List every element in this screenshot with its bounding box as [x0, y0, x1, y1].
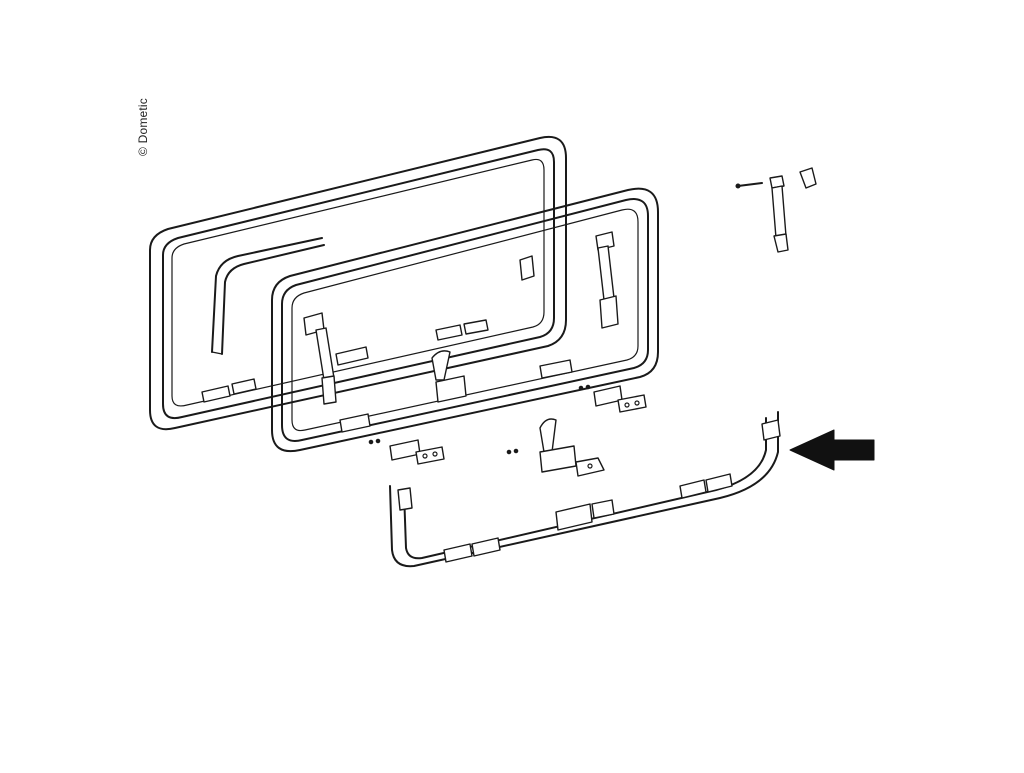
hardware-parts — [368, 384, 647, 477]
copyright-label: © Dometic — [136, 98, 150, 156]
callout-arrow — [789, 429, 875, 471]
inner-frame — [271, 187, 659, 452]
bottom-rail — [389, 411, 781, 568]
spare-stay-arm — [735, 167, 817, 253]
outer-frame — [149, 136, 567, 431]
